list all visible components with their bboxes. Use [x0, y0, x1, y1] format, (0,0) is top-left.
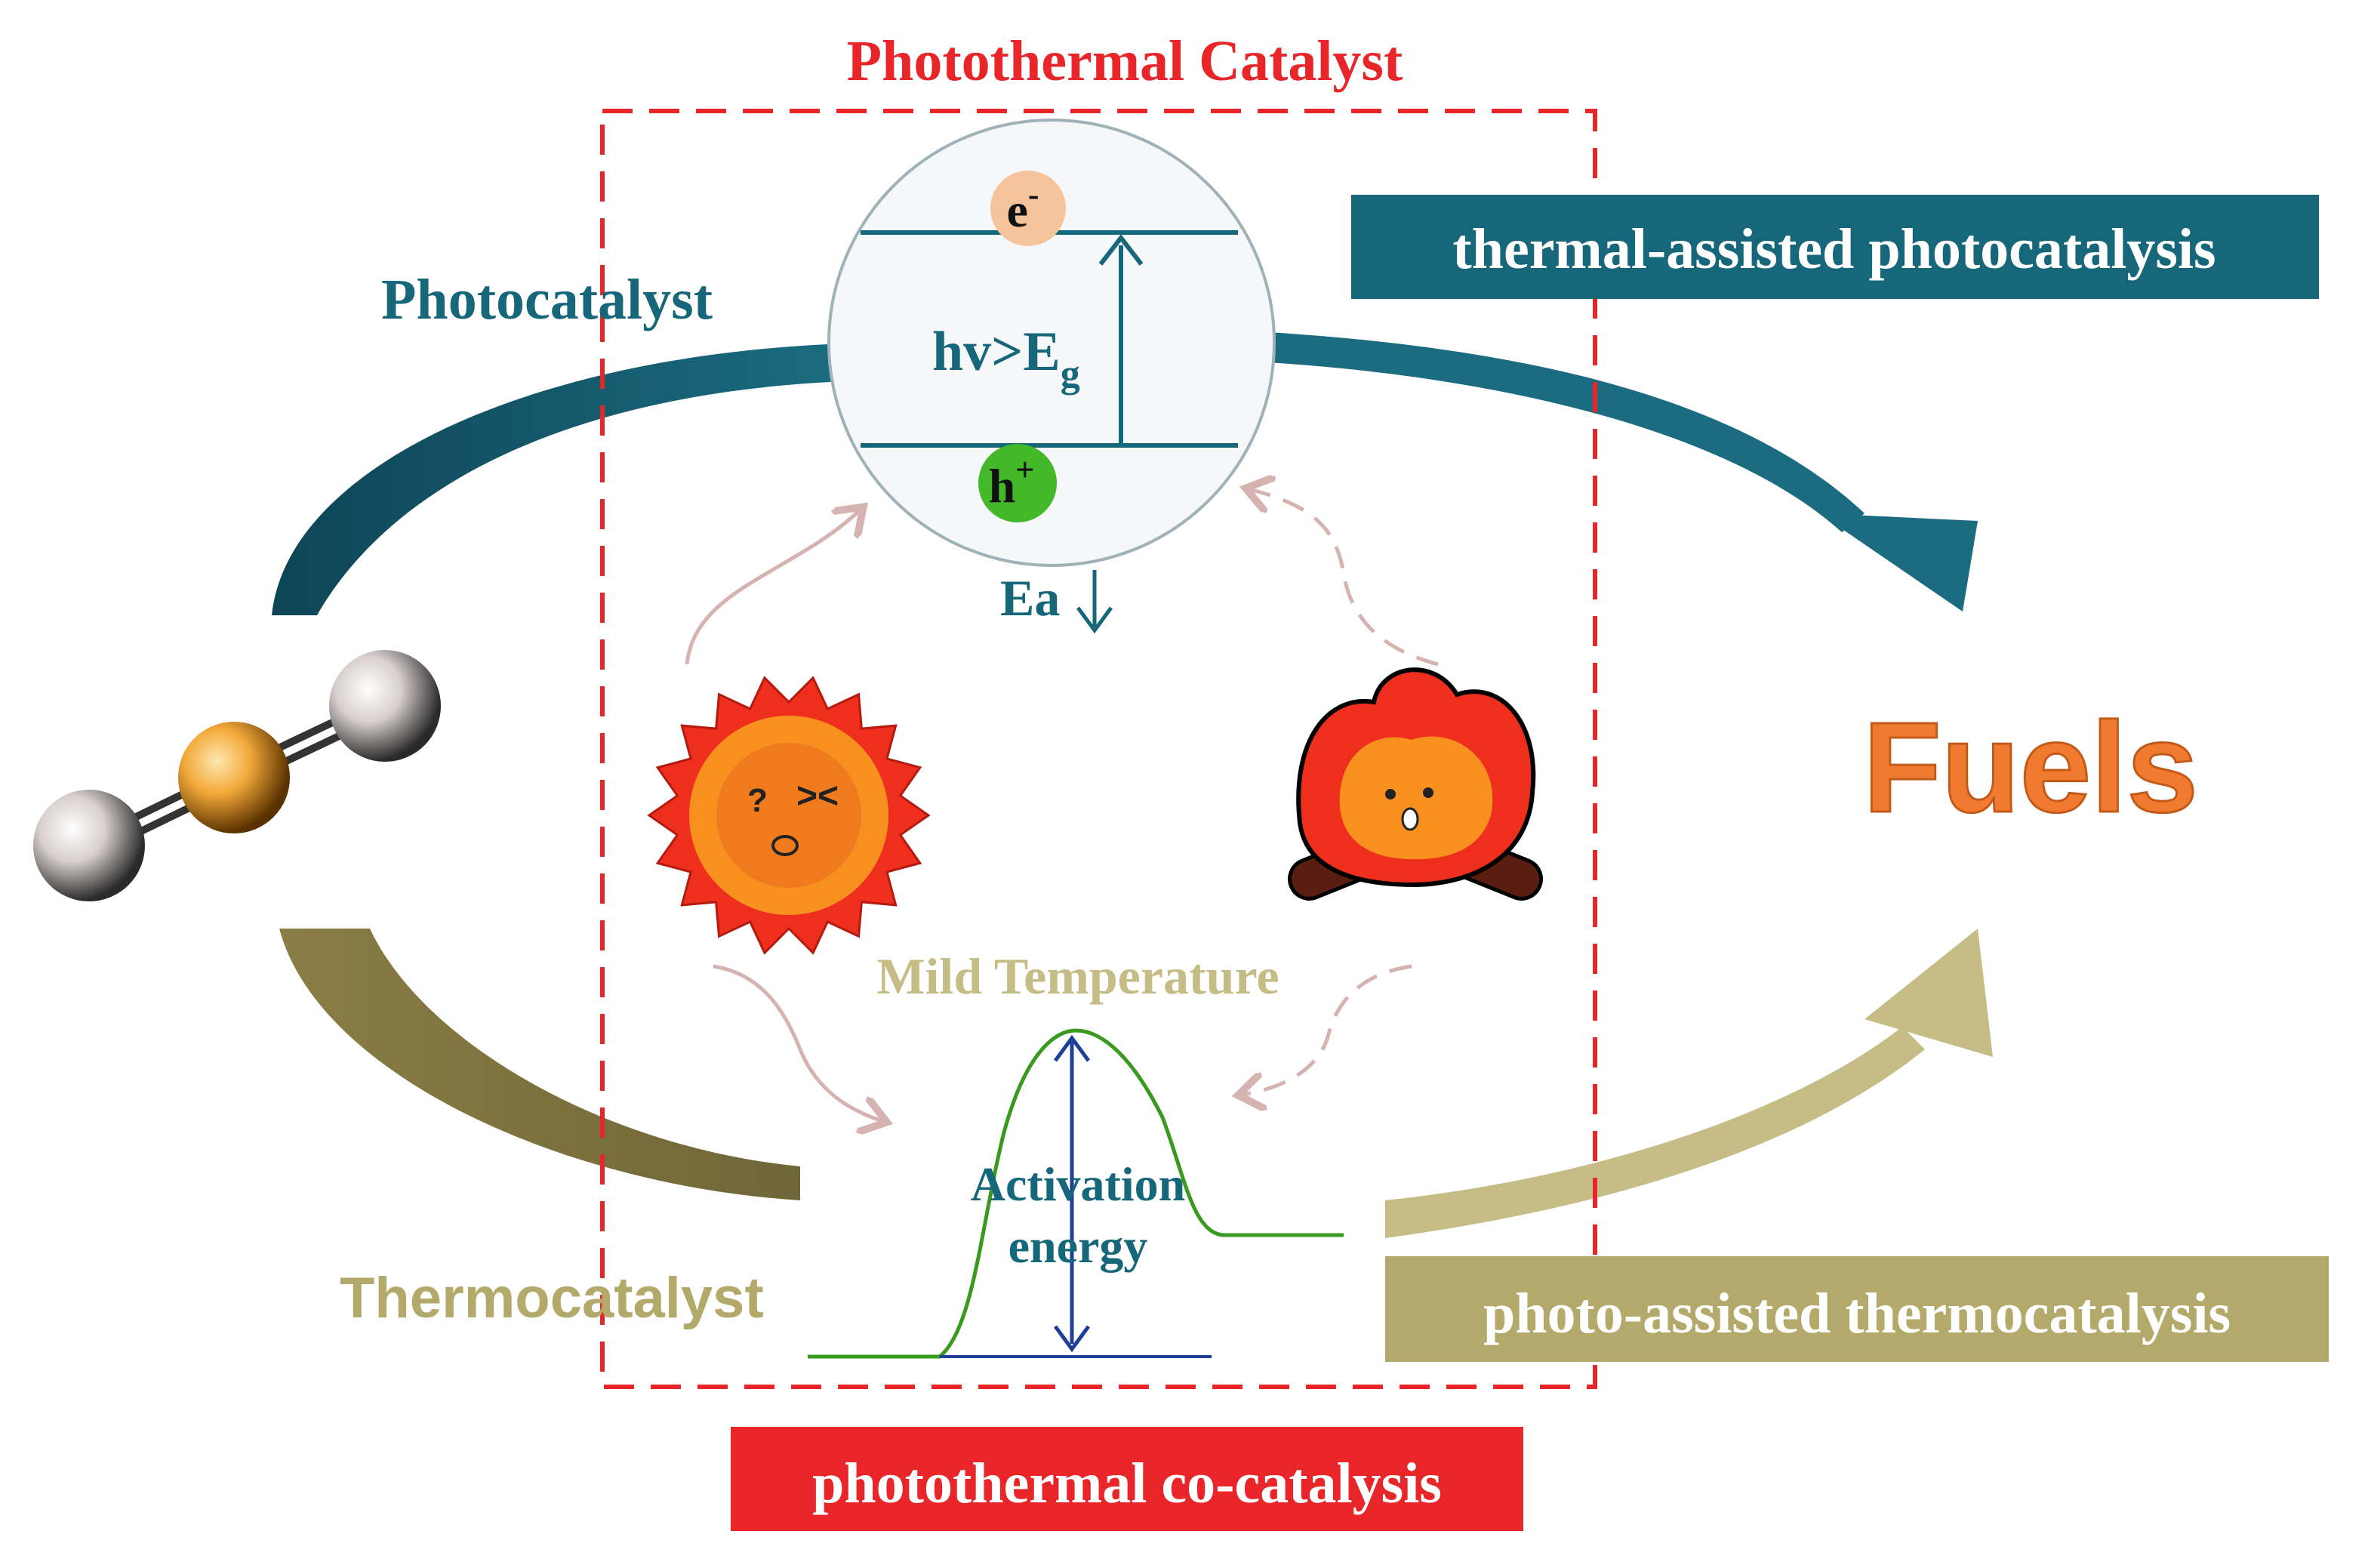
- molecule-icon: [33, 650, 441, 901]
- thermal-assisted-label: thermal-assisted photocatalysis: [1452, 217, 2216, 281]
- photocatalysis-arc-arrow: [272, 332, 1978, 615]
- svg-text:e-: e-: [1006, 176, 1039, 237]
- campfire-icon: [1288, 667, 1543, 901]
- photo-assisted-label: photo-assisted thermocatalysis: [1483, 1282, 2231, 1345]
- thermocatalyst-label: Thermocatalyst: [340, 1266, 764, 1330]
- thermocatalysis-arc-arrow: [279, 929, 1993, 1238]
- ea-label: Ea: [1000, 569, 1060, 627]
- activation-energy-label-2: energy: [1008, 1219, 1148, 1273]
- svg-text:?: ?: [747, 782, 768, 819]
- photo-assisted-banner: photo-assisted thermocatalysis: [1385, 1256, 2329, 1362]
- thermal-assisted-banner: thermal-assisted photocatalysis: [1351, 195, 2319, 299]
- co-catalysis-banner: photothermal co-catalysis: [731, 1427, 1523, 1531]
- hole-icon: [978, 444, 1057, 522]
- co-catalysis-label: photothermal co-catalysis: [812, 1452, 1442, 1515]
- activation-energy-diagram: Activation energy: [808, 1028, 1344, 1359]
- sun-icon: ? ><: [647, 676, 931, 955]
- photon-energy-label: hv>Eg: [932, 321, 1080, 396]
- activation-energy-label-1: Activation: [971, 1157, 1185, 1211]
- svg-text:><: ><: [796, 776, 839, 816]
- photocatalyst-label: Photocatalyst: [381, 268, 713, 331]
- svg-text:h+: h+: [989, 451, 1035, 513]
- photothermal-catalyst-title: Photothermal Catalyst: [847, 29, 1403, 93]
- band-gap-circle: e- h+ hv>Eg: [827, 119, 1276, 567]
- fuels-label: Fuels: [1863, 696, 2198, 839]
- catalyst-boundary: [600, 109, 1597, 1389]
- reaction-curve: [808, 1028, 1344, 1359]
- electron-icon: [990, 171, 1066, 246]
- mild-temperature-label: Mild Temperature: [876, 947, 1279, 1005]
- ea-down-arrow: [1076, 570, 1113, 634]
- energy-flow-arrows: [685, 489, 1439, 1121]
